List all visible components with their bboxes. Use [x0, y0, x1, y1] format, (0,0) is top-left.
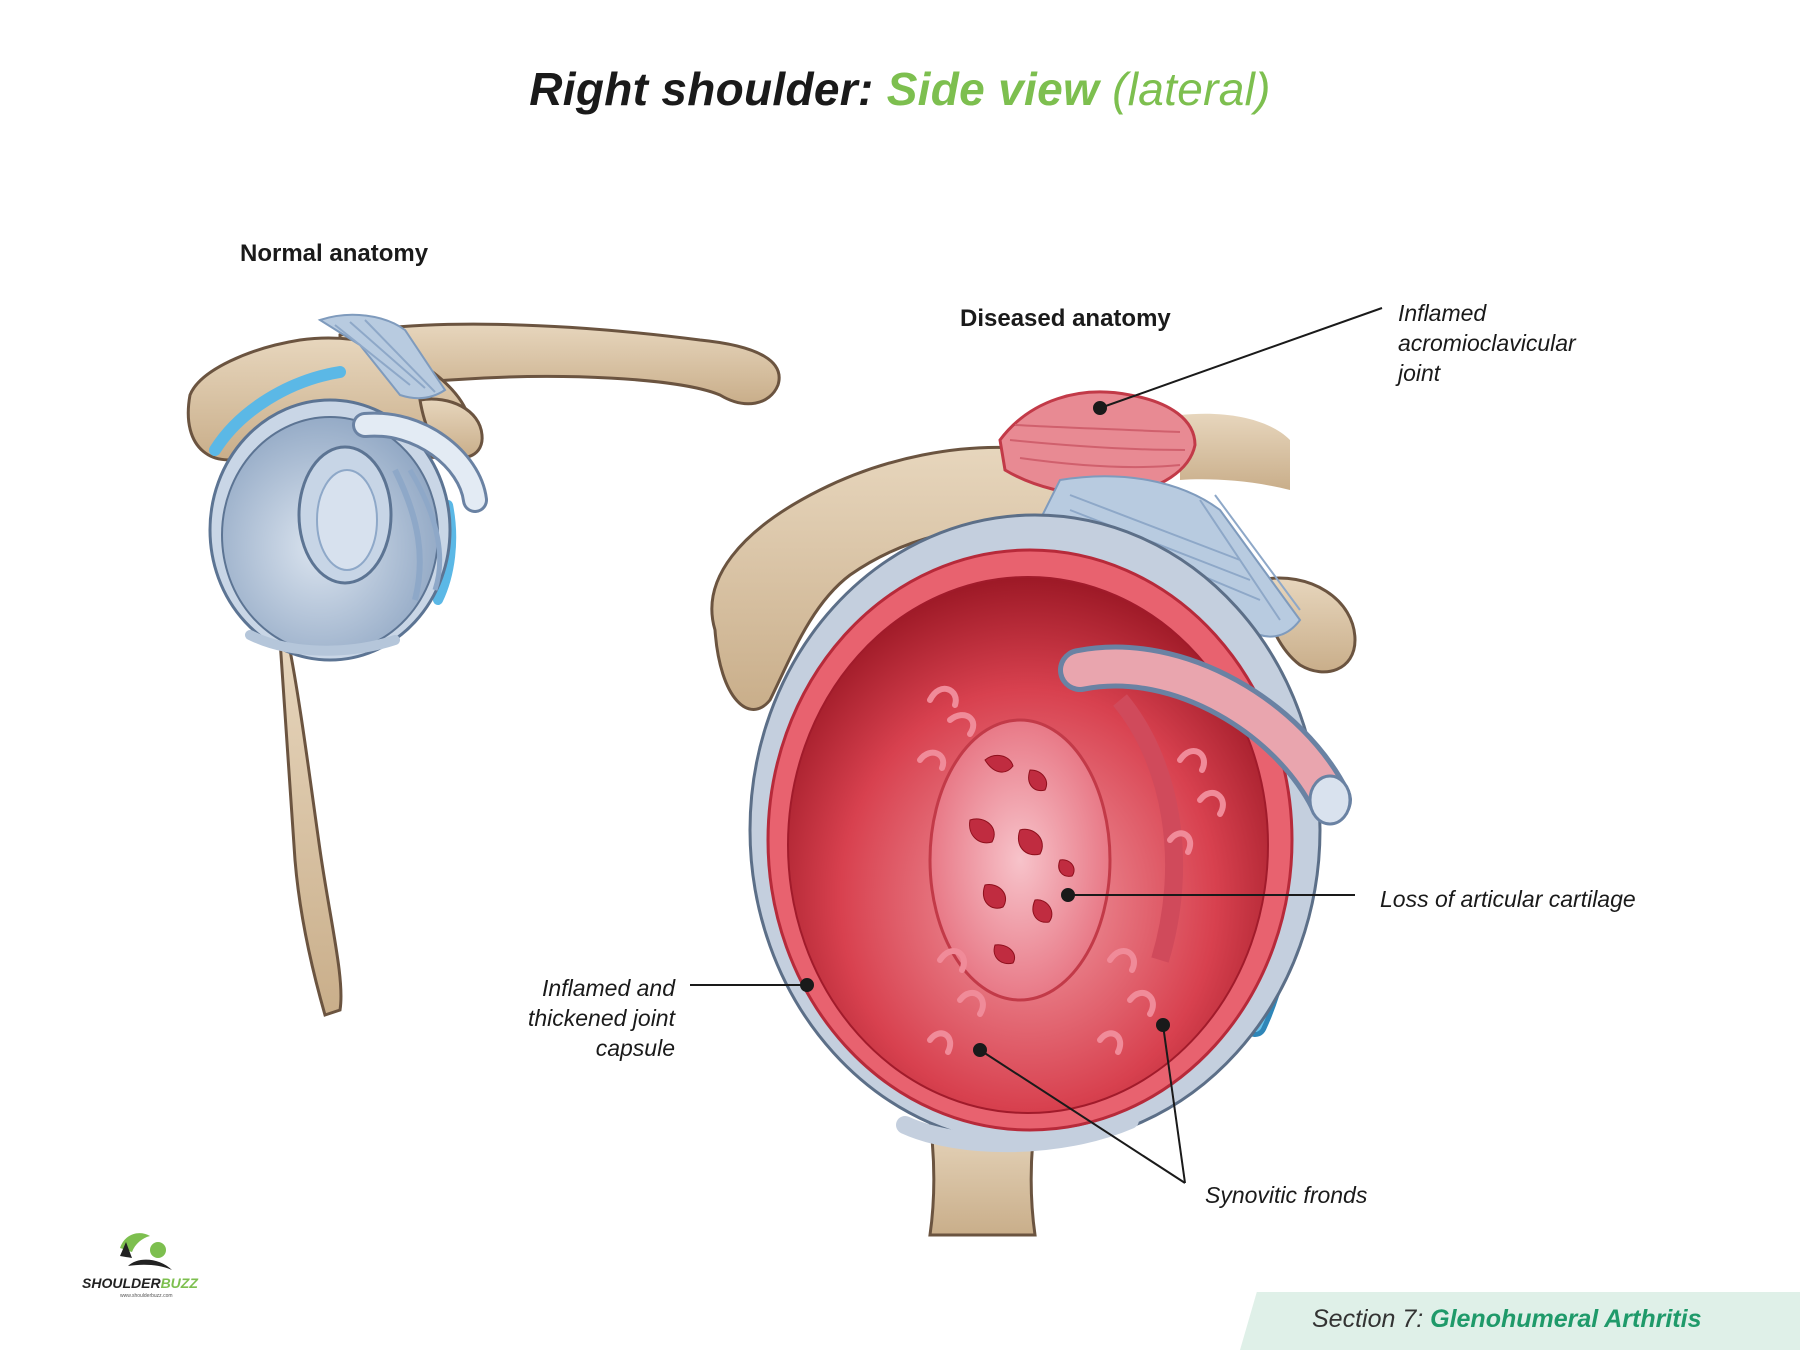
title-separator: :: [857, 63, 887, 115]
title-part-2: Side view: [886, 63, 1100, 115]
label-synovitic-fronds: Synovitic fronds: [1205, 1182, 1368, 1208]
pointer-ac-joint: [1093, 401, 1107, 415]
label-capsule-line-2: thickened joint: [527, 1005, 675, 1031]
label-inflamed-capsule: Inflamed and thickened joint capsule: [470, 973, 675, 1063]
heading-normal-anatomy: Normal anatomy: [240, 240, 429, 267]
label-loss-of-articular-cartilage: Loss of articular cartilage: [1380, 886, 1636, 912]
label-inflamed-ac-joint: Inflamed acromioclavicular joint: [1398, 298, 1576, 388]
label-capsule-line-1: Inflamed and: [542, 975, 675, 1001]
normal-shoulder-drawing: [186, 313, 781, 1017]
logo-wing: [120, 1242, 132, 1258]
title-part-1: Right shoulder: [529, 63, 858, 115]
shoulderbuzz-logo: [120, 1233, 172, 1270]
page-title: Right shoulder: Side view (lateral): [0, 62, 1800, 116]
pointer-cartilage: [1061, 888, 1075, 902]
leader-fronds-1: [979, 1049, 1186, 1184]
footer-section-label: Section 7:: [1312, 1305, 1431, 1333]
logo-name-b: BUZZ: [160, 1275, 198, 1291]
title-part-3: (lateral): [1099, 63, 1271, 115]
logo-wordmark: SHOULDERBUZZ: [82, 1275, 198, 1291]
pointer-fronds-1: [973, 1043, 987, 1057]
leader-fronds-2: [1162, 1024, 1186, 1184]
label-ac-line-3: joint: [1398, 360, 1441, 386]
logo-swoosh: [128, 1259, 172, 1270]
heading-diseased-anatomy: Diseased anatomy: [960, 305, 1171, 332]
pointer-capsule: [800, 978, 814, 992]
label-capsule-line-3: capsule: [595, 1035, 675, 1061]
footer-topic: Glenohumeral Arthritis: [1430, 1305, 1702, 1333]
label-ac-line-2: acromioclavicular: [1398, 330, 1576, 356]
logo-url: www.shoulderbuzz.com: [120, 1293, 173, 1299]
diseased-shoulder-drawing: [710, 390, 1357, 1237]
logo-green-dot: [150, 1242, 166, 1258]
leader-ac-joint: [1099, 307, 1383, 409]
pointer-fronds-2: [1156, 1018, 1170, 1032]
label-ac-line-1: Inflamed: [1398, 300, 1487, 326]
footer-section-title: Section 7: Glenohumeral Arthritis: [1312, 1305, 1701, 1334]
logo-name-a: SHOULDER: [82, 1275, 161, 1291]
footer-band: [1240, 1292, 1800, 1350]
leader-lines: [690, 307, 1383, 1184]
